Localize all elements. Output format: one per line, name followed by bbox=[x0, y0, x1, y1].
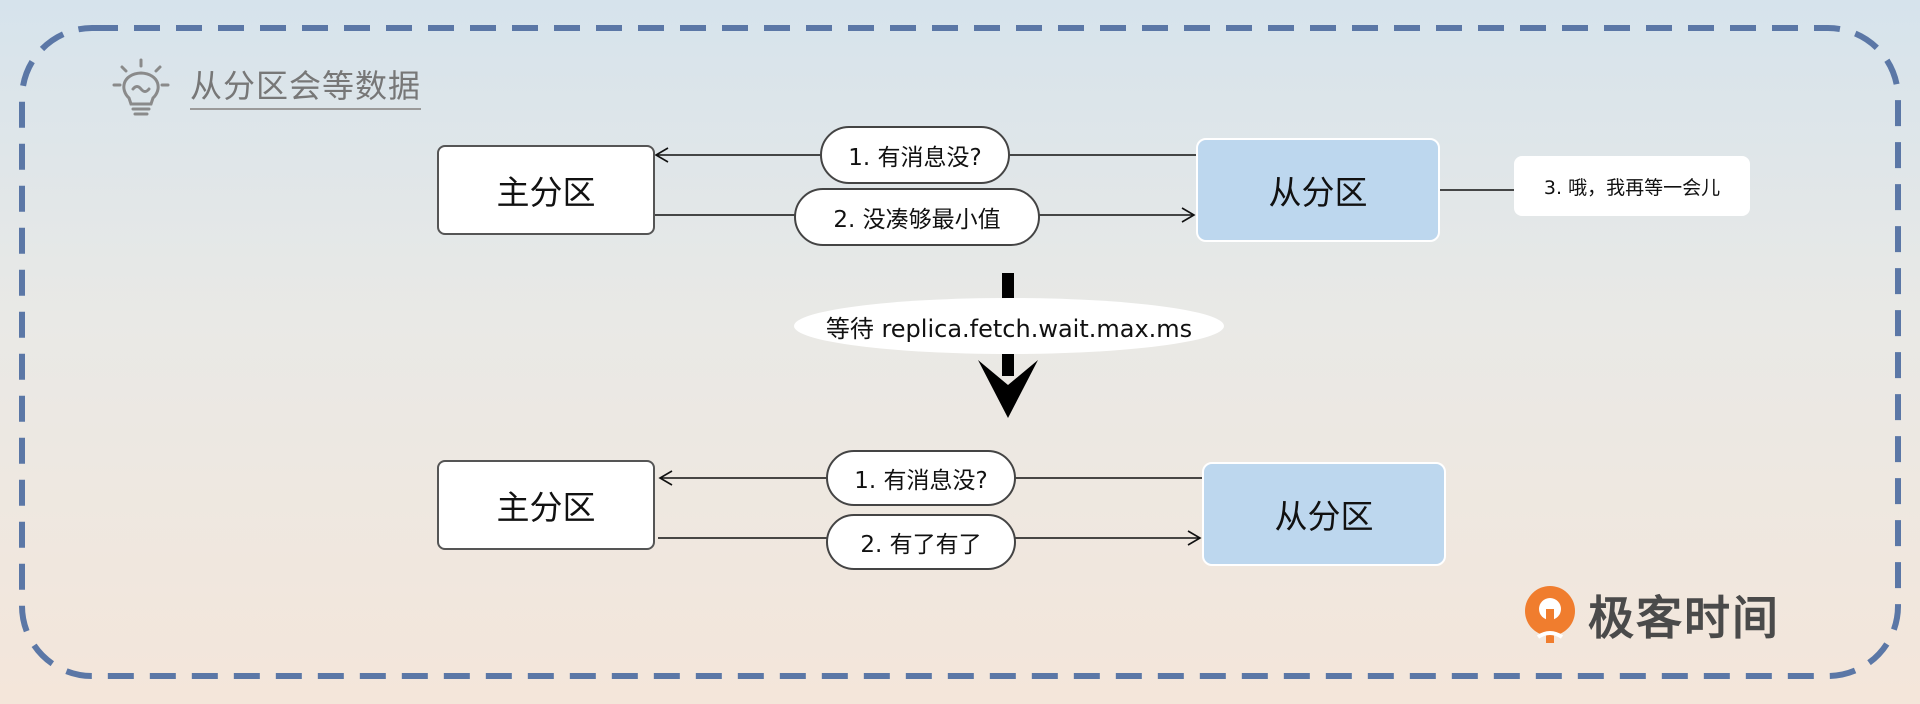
bottom-arrow-msg2-head bbox=[1187, 530, 1202, 546]
bottom-msg2-pill: 2. 有了有了 bbox=[826, 514, 1016, 570]
bottom-arrow-msg1-head bbox=[658, 470, 673, 486]
bottom-replica-partition-label: 从分区 bbox=[1274, 497, 1374, 536]
bottom-msg1-pill: 1. 有消息没? bbox=[826, 450, 1016, 506]
header-title: 从分区会等数据 bbox=[190, 66, 422, 110]
top-msg1-label: 1. 有消息没? bbox=[848, 145, 982, 171]
top-arrow-msg2-head bbox=[1181, 207, 1196, 223]
bottom-msg2-label: 2. 有了有了 bbox=[860, 532, 982, 558]
wait-arrow-shaft-top bbox=[1002, 273, 1014, 301]
geektime-logo bbox=[1525, 586, 1575, 643]
wait-oval: 等待 replica.fetch.wait.max.ms bbox=[794, 298, 1224, 354]
top-msg2-pill: 2. 没凑够最小值 bbox=[794, 188, 1040, 246]
lightbulb-icon bbox=[112, 58, 170, 116]
bottom-msg1-label: 1. 有消息没? bbox=[854, 468, 988, 494]
wait-arrow-head bbox=[978, 360, 1038, 418]
bottom-main-partition-box: 主分区 bbox=[437, 460, 655, 550]
replica-note-label: 3. 哦，我再等一会儿 bbox=[1543, 176, 1721, 199]
bottom-replica-partition-box: 从分区 bbox=[1202, 462, 1446, 566]
bottom-main-partition-label: 主分区 bbox=[496, 488, 596, 527]
top-arrow-msg1-head bbox=[654, 147, 669, 163]
top-main-partition-label: 主分区 bbox=[496, 173, 596, 212]
top-msg1-pill: 1. 有消息没? bbox=[820, 126, 1010, 184]
dashed-frame bbox=[19, 25, 1901, 679]
replica-note: 3. 哦，我再等一会儿 bbox=[1514, 156, 1750, 216]
top-replica-partition-box: 从分区 bbox=[1196, 138, 1440, 242]
brand: 极客时间 bbox=[1522, 582, 1780, 648]
brand-name: 极客时间 bbox=[1588, 591, 1780, 645]
wait-arrow-shaft-bottom bbox=[1002, 350, 1014, 376]
top-main-partition-box: 主分区 bbox=[437, 145, 655, 235]
wait-label: 等待 replica.fetch.wait.max.ms bbox=[825, 314, 1193, 343]
top-replica-partition-label: 从分区 bbox=[1268, 173, 1368, 212]
top-msg2-label: 2. 没凑够最小值 bbox=[833, 207, 1001, 233]
